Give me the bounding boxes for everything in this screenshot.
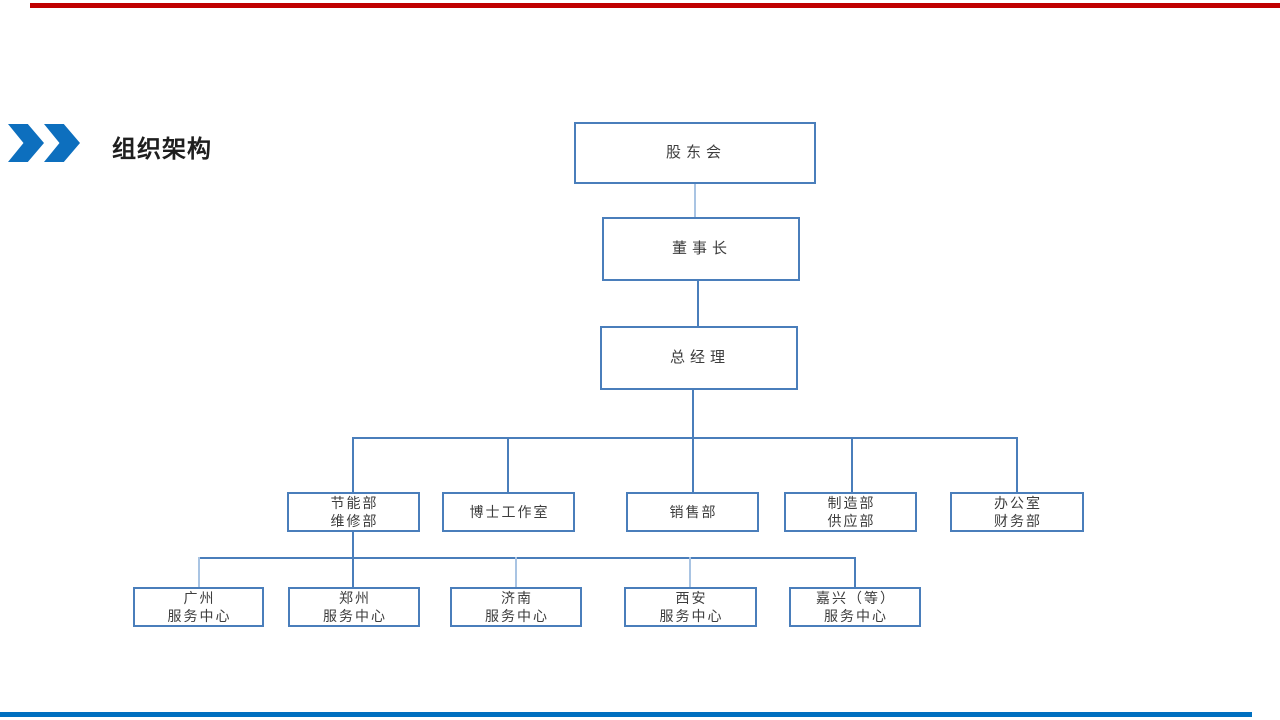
chevron-right-icon	[8, 124, 44, 162]
org-node-energy-dept: 节能部 维修部	[287, 492, 420, 532]
org-node-jinan-center: 济南 服务中心	[450, 587, 582, 627]
org-node-label: 节能部	[330, 495, 379, 511]
org-node-label: 博士工作室	[469, 504, 550, 520]
org-node-label: 董事长	[671, 240, 732, 257]
connector-bus-service-centers	[198, 557, 856, 559]
bottom-accent-bar	[0, 712, 1252, 717]
org-node-label: 维修部	[330, 513, 379, 529]
org-node-shareholders: 股东会	[574, 122, 816, 184]
org-node-label: 股东会	[665, 144, 726, 161]
org-node-label: 销售部	[669, 504, 718, 520]
org-node-chairman: 董事长	[602, 217, 800, 281]
chevron-right-icon	[44, 124, 80, 162]
org-node-label: 总经理	[669, 349, 730, 366]
org-node-label: 供应部	[827, 513, 876, 529]
org-node-manufacturing-dept: 制造部 供应部	[784, 492, 917, 532]
page-title: 组织架构	[112, 136, 212, 163]
org-node-jiaxing-center: 嘉兴（等） 服务中心	[789, 587, 921, 627]
org-node-guangzhou-center: 广州 服务中心	[133, 587, 264, 627]
connector-stub-manufacturing-dept	[851, 437, 853, 492]
connector-stub-guangzhou	[198, 557, 200, 587]
connector-chairman-gm	[697, 281, 699, 326]
org-node-label: 服务中心	[485, 608, 549, 624]
org-node-label: 嘉兴（等）	[816, 590, 896, 606]
connector-shareholders-chairman	[694, 184, 696, 217]
org-node-label: 制造部	[827, 495, 876, 511]
connector-bus-departments	[352, 437, 1018, 439]
org-node-office-dept: 办公室 财务部	[950, 492, 1084, 532]
connector-stub-office-dept	[1016, 437, 1018, 492]
connector-energy-zhengzhou	[352, 532, 354, 587]
connector-stub-jiaxing	[854, 557, 856, 587]
org-node-sales-dept: 销售部	[626, 492, 759, 532]
connector-stub-xian	[689, 557, 691, 587]
top-accent-bar	[30, 3, 1280, 8]
org-node-label: 西安	[675, 590, 708, 606]
connector-stub-energy-dept	[352, 437, 354, 492]
connector-stub-jinan	[515, 557, 517, 587]
org-node-label: 服务中心	[323, 608, 387, 624]
org-node-xian-center: 西安 服务中心	[624, 587, 757, 627]
org-node-label: 服务中心	[659, 608, 724, 624]
org-node-label: 济南	[501, 590, 533, 606]
connector-gm-sales	[692, 390, 694, 492]
org-node-zhengzhou-center: 郑州 服务中心	[288, 587, 420, 627]
org-node-phd-studio: 博士工作室	[442, 492, 575, 532]
org-node-label: 广州	[183, 590, 216, 606]
org-node-label: 办公室	[994, 495, 1042, 511]
org-node-label: 服务中心	[167, 608, 232, 624]
org-node-label: 财务部	[994, 513, 1042, 529]
org-node-label: 郑州	[339, 590, 371, 606]
org-node-general-manager: 总经理	[600, 326, 798, 390]
connector-stub-phd-studio	[507, 437, 509, 492]
org-node-label: 服务中心	[824, 608, 888, 624]
